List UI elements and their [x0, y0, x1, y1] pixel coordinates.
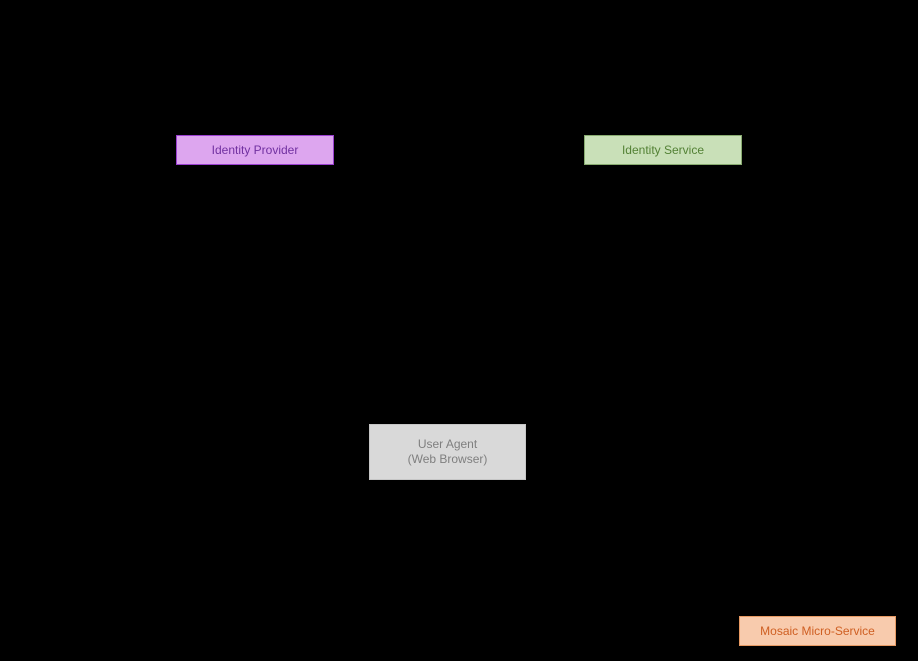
node-user-agent-label: User Agent	[417, 437, 478, 451]
node-identity-service-label: Identity Service	[621, 142, 705, 157]
node-identity-service: Identity Service	[584, 135, 742, 165]
node-mosaic-micro-service-label: Mosaic Micro-Service	[760, 623, 875, 638]
node-user-agent: User Agent (Web Browser)	[369, 424, 526, 480]
node-mosaic-micro-service: Mosaic Micro-Service	[739, 616, 896, 646]
node-identity-provider-label: Identity Provider	[211, 142, 299, 157]
node-identity-provider: Identity Provider	[176, 135, 334, 165]
node-user-agent-sublabel: (Web Browser)	[407, 452, 488, 466]
